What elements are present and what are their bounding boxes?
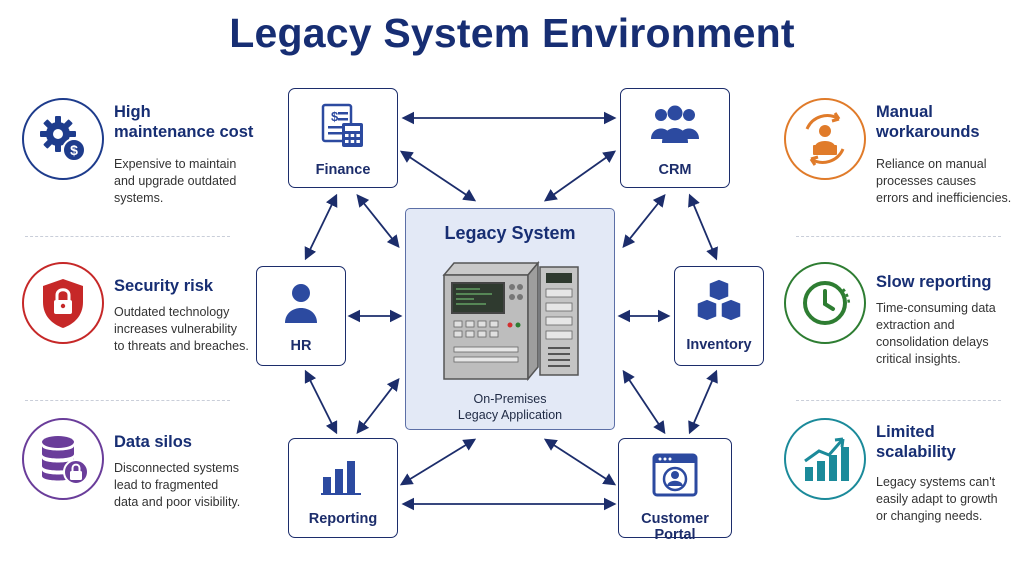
issue-heading: Security risk: [114, 277, 214, 295]
issue-description: Disconnected systems: [114, 461, 240, 475]
person-icon: [283, 283, 319, 328]
issue-description: to threats and breaches.: [114, 339, 249, 353]
node-label: Inventory: [686, 337, 752, 353]
divider: [25, 236, 230, 237]
gear-dollar-icon: $: [22, 98, 104, 180]
issue-heading: Manual: [876, 103, 933, 121]
arrow-finance-center: [399, 150, 477, 202]
issue-heading: maintenance cost: [114, 123, 254, 141]
issue-description: processes causes: [876, 174, 977, 188]
node-customer-portal[interactable]: Customer Portal: [618, 438, 732, 543]
divider: [796, 400, 1001, 401]
issue-description: Expensive to maintain: [114, 157, 237, 171]
issue-heading: workarounds: [876, 123, 980, 141]
issue-description: increases vulnerability: [114, 322, 237, 336]
node-hr[interactable]: HR: [256, 266, 346, 366]
issue-description: easily adapt to growth: [876, 492, 998, 506]
node-inventory[interactable]: Inventory: [674, 266, 764, 366]
issue-manual-workarounds: Manual workarounds Reliance on manual pr…: [784, 98, 1024, 218]
node-label: Finance: [315, 162, 371, 178]
issue-slow-reporting: Slow reporting Time-consuming data extra…: [784, 262, 1024, 382]
issue-description: critical insights.: [876, 352, 961, 366]
finance-calculator-icon: $: [320, 103, 366, 154]
issue-description: data and poor visibility.: [114, 495, 241, 509]
issue-description: or changing needs.: [876, 509, 983, 523]
hub-subtitle: Legacy Application: [457, 408, 563, 422]
arrow-center-reporting: [399, 438, 477, 486]
arrow-crm-center: [543, 150, 617, 202]
node-finance[interactable]: $ Finance: [288, 88, 398, 188]
issue-description: Outdated technology: [114, 305, 230, 319]
node-label: HR: [290, 338, 312, 354]
people-group-icon: [649, 105, 701, 150]
manual-worker-icon: [784, 98, 866, 180]
arrow-hr-reporting: [304, 369, 338, 435]
issue-description: Reliance on manual: [876, 157, 987, 171]
arrow-inventory-portal: [688, 369, 718, 435]
issue-description: errors and inefficiencies.: [876, 191, 1012, 205]
issue-description: lead to fragmented: [114, 478, 219, 492]
hub-subtitle: On-Premises: [473, 392, 547, 406]
node-label: Reporting: [308, 511, 378, 527]
node-label: Customer Portal: [641, 511, 709, 543]
bar-chart-icon: [321, 457, 365, 500]
arrow-center-portal-side: [622, 369, 666, 435]
issue-description: consolidation delays: [876, 335, 989, 349]
divider: [796, 236, 1001, 237]
arrow-finance-hr: [304, 193, 338, 261]
svg-text:$: $: [70, 142, 78, 158]
arrow-crm-inventory: [688, 193, 718, 261]
legacy-system-hub[interactable]: Legacy System On-Premises: [405, 208, 615, 430]
boxes-icon: [695, 278, 743, 330]
growth-chart-icon: [784, 418, 866, 500]
shield-lock-icon: [22, 262, 104, 344]
arrow-finance-center-side: [356, 194, 400, 248]
issue-security-risk: Security risk Outdated technology increa…: [22, 262, 262, 382]
issue-description: and upgrade outdated: [114, 174, 237, 188]
issue-heading: High: [114, 103, 151, 121]
issue-description: systems.: [114, 191, 164, 205]
issue-description: Legacy systems can't: [876, 475, 996, 489]
divider: [25, 400, 230, 401]
issue-data-silos: Data silos Disconnected systems lead to …: [22, 418, 262, 538]
arrow-center-portal: [543, 438, 617, 486]
page-title: Legacy System Environment: [229, 10, 795, 56]
issue-heading: Data silos: [114, 433, 192, 451]
issue-heading: Limited: [876, 423, 935, 441]
svg-text:$: $: [331, 109, 339, 124]
clock-icon: [784, 262, 866, 344]
node-label: CRM: [658, 162, 692, 178]
database-lock-icon: [22, 418, 104, 500]
node-crm[interactable]: CRM: [620, 88, 730, 188]
issue-heading: scalability: [876, 443, 956, 461]
arrow-center-reporting-side: [356, 378, 400, 434]
node-reporting[interactable]: Reporting: [288, 438, 398, 538]
issue-description: Time-consuming data: [876, 301, 996, 315]
mainframe-server-icon: [440, 259, 582, 394]
issue-high-maintenance-cost: $ High maintenance cost Expensive to mai…: [22, 98, 262, 218]
arrow-crm-center-side: [622, 194, 666, 248]
issue-description: extraction and: [876, 318, 955, 332]
issue-heading: Slow reporting: [876, 273, 992, 291]
hub-title: Legacy System: [444, 223, 576, 243]
issue-limited-scalability: Limited scalability Legacy systems can't…: [784, 418, 1024, 538]
portal-window-icon: [652, 453, 698, 502]
